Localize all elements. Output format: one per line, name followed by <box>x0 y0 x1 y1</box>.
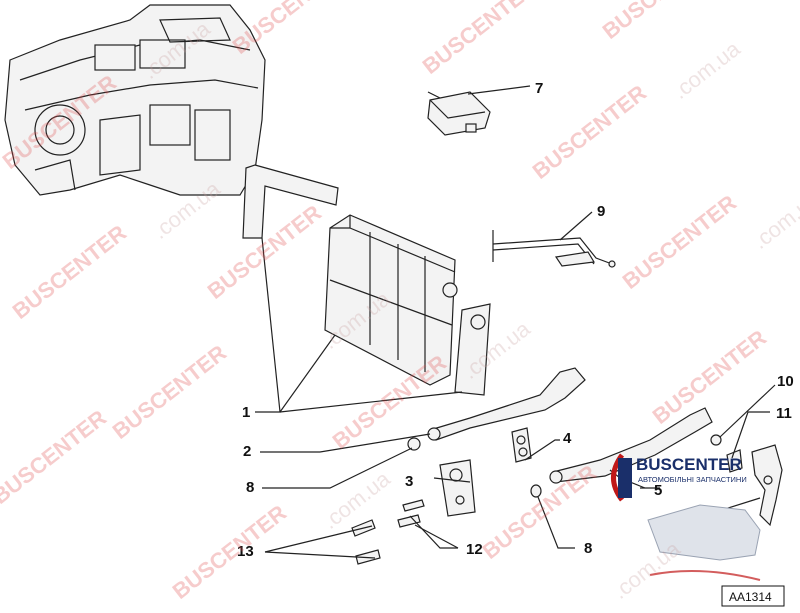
screws <box>397 499 425 528</box>
callout-13: 13 <box>237 543 254 560</box>
bolt <box>726 449 743 473</box>
watermark-brand: BUSCENTER <box>528 80 651 184</box>
heater-core <box>242 164 491 396</box>
watermark-brand: BUSCENTER <box>108 340 231 444</box>
watermark-domain: .com.ua <box>748 186 800 254</box>
callout-3: 3 <box>405 473 413 490</box>
pipe-bracket <box>511 427 532 463</box>
callout-labels: 1 2 3 4 5 6 7 8 8 9 10 11 12 13 <box>237 80 794 560</box>
watermark-brand: BUSCENTER <box>0 405 111 509</box>
callout-9: 9 <box>597 203 605 220</box>
callout-8-left: 8 <box>246 479 254 496</box>
diagram-code-box: AA1314 <box>721 585 785 607</box>
watermark-brand: BUSCENTER <box>648 325 771 429</box>
watermark-brand: BUSCENTER <box>203 200 326 304</box>
callout-11: 11 <box>776 405 792 422</box>
hvac-housing-illustration <box>4 4 266 196</box>
buscenter-logo: BUSCENTER АВТОМОБІЛЬНІ ЗАПЧАСТИНИ <box>611 453 761 581</box>
watermark-domain: .com.ua <box>318 466 396 534</box>
logo-name: BUSCENTER <box>636 455 742 474</box>
callout-12: 12 <box>466 541 483 558</box>
nut <box>710 434 722 446</box>
watermark-brand: BUSCENTER <box>618 190 741 294</box>
temperature-sensor <box>492 230 616 268</box>
callout-2: 2 <box>243 443 251 460</box>
watermark-brand: BUSCENTER <box>418 0 541 79</box>
outlet-pipe <box>530 407 713 498</box>
callout-5: 5 <box>654 482 662 499</box>
watermark-domain: .com.ua <box>608 536 686 604</box>
expansion-valve <box>439 459 476 517</box>
bracket-part-6 <box>751 444 783 527</box>
watermark-brand: BUSCENTER <box>228 0 351 59</box>
callout-4: 4 <box>563 430 572 447</box>
relay <box>427 91 491 136</box>
watermark-brand: BUSCENTER <box>8 220 131 324</box>
logo-tagline: АВТОМОБІЛЬНІ ЗАПЧАСТИНИ <box>638 475 747 484</box>
callout-10: 10 <box>777 373 794 390</box>
inlet-pipe <box>407 367 586 451</box>
watermark-brand: BUSCENTER <box>478 460 601 564</box>
callout-7: 7 <box>535 80 543 97</box>
callout-1: 1 <box>242 404 250 421</box>
watermark-brand: BUSCENTER <box>598 0 721 44</box>
leader-lines <box>255 85 776 559</box>
callout-8-right: 8 <box>584 540 592 557</box>
diagram-code: AA1314 <box>729 590 772 604</box>
watermark-domain: .com.ua <box>668 36 746 104</box>
